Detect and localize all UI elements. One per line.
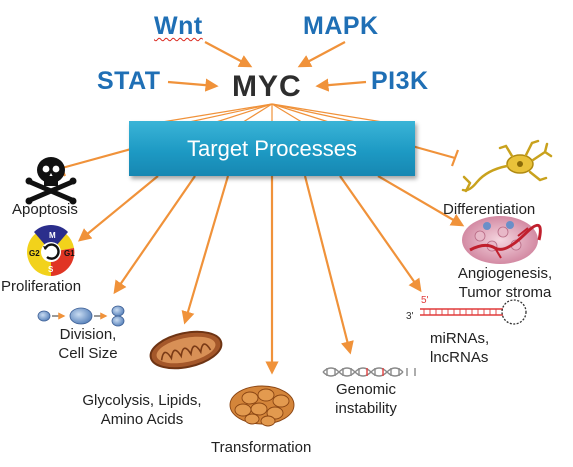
rna-five-prime: 5': [421, 295, 429, 306]
signal-pi3k: PI3K: [371, 67, 429, 95]
arrow-wnt-to-myc: [204, 41, 253, 68]
process-arrows: [77, 175, 465, 375]
label-mirna: miRNAs, lncRNAs: [430, 329, 489, 367]
label-apoptosis: Apoptosis: [12, 201, 78, 218]
arrow-division: [113, 175, 196, 295]
angiogenesis-tissue-icon: [462, 216, 542, 264]
cell-division-icon: [37, 305, 125, 327]
label-genomic-line1: Genomic: [335, 381, 397, 398]
label-differentiation: Differentiation: [443, 201, 536, 218]
arrow-pi3k-to-myc: [315, 78, 367, 92]
cell-cycle-g2: G2: [29, 249, 40, 258]
myc-fan-lines: [149, 103, 396, 125]
upstream-arrows: [167, 41, 367, 92]
mirna-hairpin-icon: 5' 3': [406, 295, 527, 325]
inhibit-apoptosis: [61, 144, 143, 170]
target-processes-label: Target Processes: [187, 135, 357, 161]
neuron-icon: [461, 139, 553, 193]
signal-stat: STAT: [97, 67, 161, 95]
rna-three-prime: 3': [406, 311, 414, 322]
cell-cycle-g1: G1: [64, 249, 75, 258]
inhibit-differentiation: [411, 144, 456, 160]
cell-cycle-m: M: [49, 231, 56, 240]
arrow-proliferation: [77, 175, 159, 242]
label-angiogenesis-line1: Angiogenesis,: [457, 265, 553, 282]
cell-cycle-icon: M G2 G1 S: [27, 224, 75, 276]
label-division-line1: Division,: [59, 326, 117, 343]
signal-wnt: Wnt: [154, 12, 203, 41]
label-genomic-line2: instability: [335, 400, 397, 417]
label-genomic: Genomic instability: [330, 380, 402, 418]
dna-helix-icon: [322, 367, 416, 377]
target-processes-box: Target Processes: [129, 121, 415, 176]
mitochondrion-icon: [149, 330, 223, 370]
signal-mapk: MAPK: [303, 12, 379, 40]
label-angiogenesis-line2: Tumor stroma: [458, 284, 552, 301]
label-proliferation: Proliferation: [1, 278, 82, 295]
myc-hub-label: MYC: [232, 70, 302, 103]
cell-cycle-s: S: [48, 265, 54, 274]
arrow-genomic: [303, 175, 354, 355]
label-glycolysis: Glycolysis, Lipids, Amino Acids: [72, 391, 212, 429]
signal-wnt-label: Wnt: [154, 12, 203, 40]
label-glycolysis-line1: Glycolysis, Lipids,: [82, 392, 202, 409]
skull-crossbones-icon: [25, 157, 77, 205]
arrow-mirna: [339, 175, 422, 293]
arrow-angiogenesis: [377, 175, 465, 227]
tumor-tissue-icon: [229, 385, 295, 427]
arrow-mapk-to-myc: [297, 41, 346, 68]
label-mirna-line1: miRNAs,: [430, 330, 490, 347]
label-mirna-line2: lncRNAs: [430, 349, 489, 366]
label-angiogenesis: Angiogenesis, Tumor stroma: [440, 264, 570, 302]
label-division: Division, Cell Size: [46, 325, 130, 363]
label-division-line2: Cell Size: [58, 345, 118, 362]
arrow-glycolysis: [181, 175, 230, 325]
label-glycolysis-line2: Amino Acids: [100, 411, 184, 428]
label-transformation: Transformation: [211, 439, 312, 456]
arrow-stat-to-myc: [167, 78, 219, 92]
